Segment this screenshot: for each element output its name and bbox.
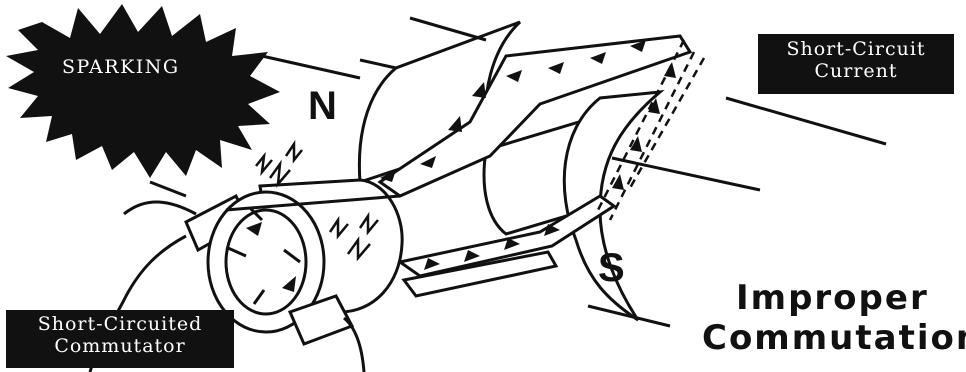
title-line1: Improper <box>736 278 929 318</box>
short-circuit-current-line2: Current <box>758 60 954 82</box>
short-circuit-current-label: Short-Circuit Current <box>758 34 954 94</box>
title-line2: Commutation <box>702 318 966 358</box>
north-pole-label: N <box>308 84 337 129</box>
short-circuit-current-line1: Short-Circuit <box>758 38 954 60</box>
short-circuited-commutator-line2: Commutator <box>6 335 234 357</box>
short-circuited-commutator-label: Short-Circuited Commutator <box>6 310 234 368</box>
short-circuited-commutator-line1: Short-Circuited <box>6 313 234 335</box>
south-pole-label: S <box>598 246 625 291</box>
sparking-label: SPARKING <box>62 56 180 78</box>
sparking-burst <box>6 4 280 178</box>
